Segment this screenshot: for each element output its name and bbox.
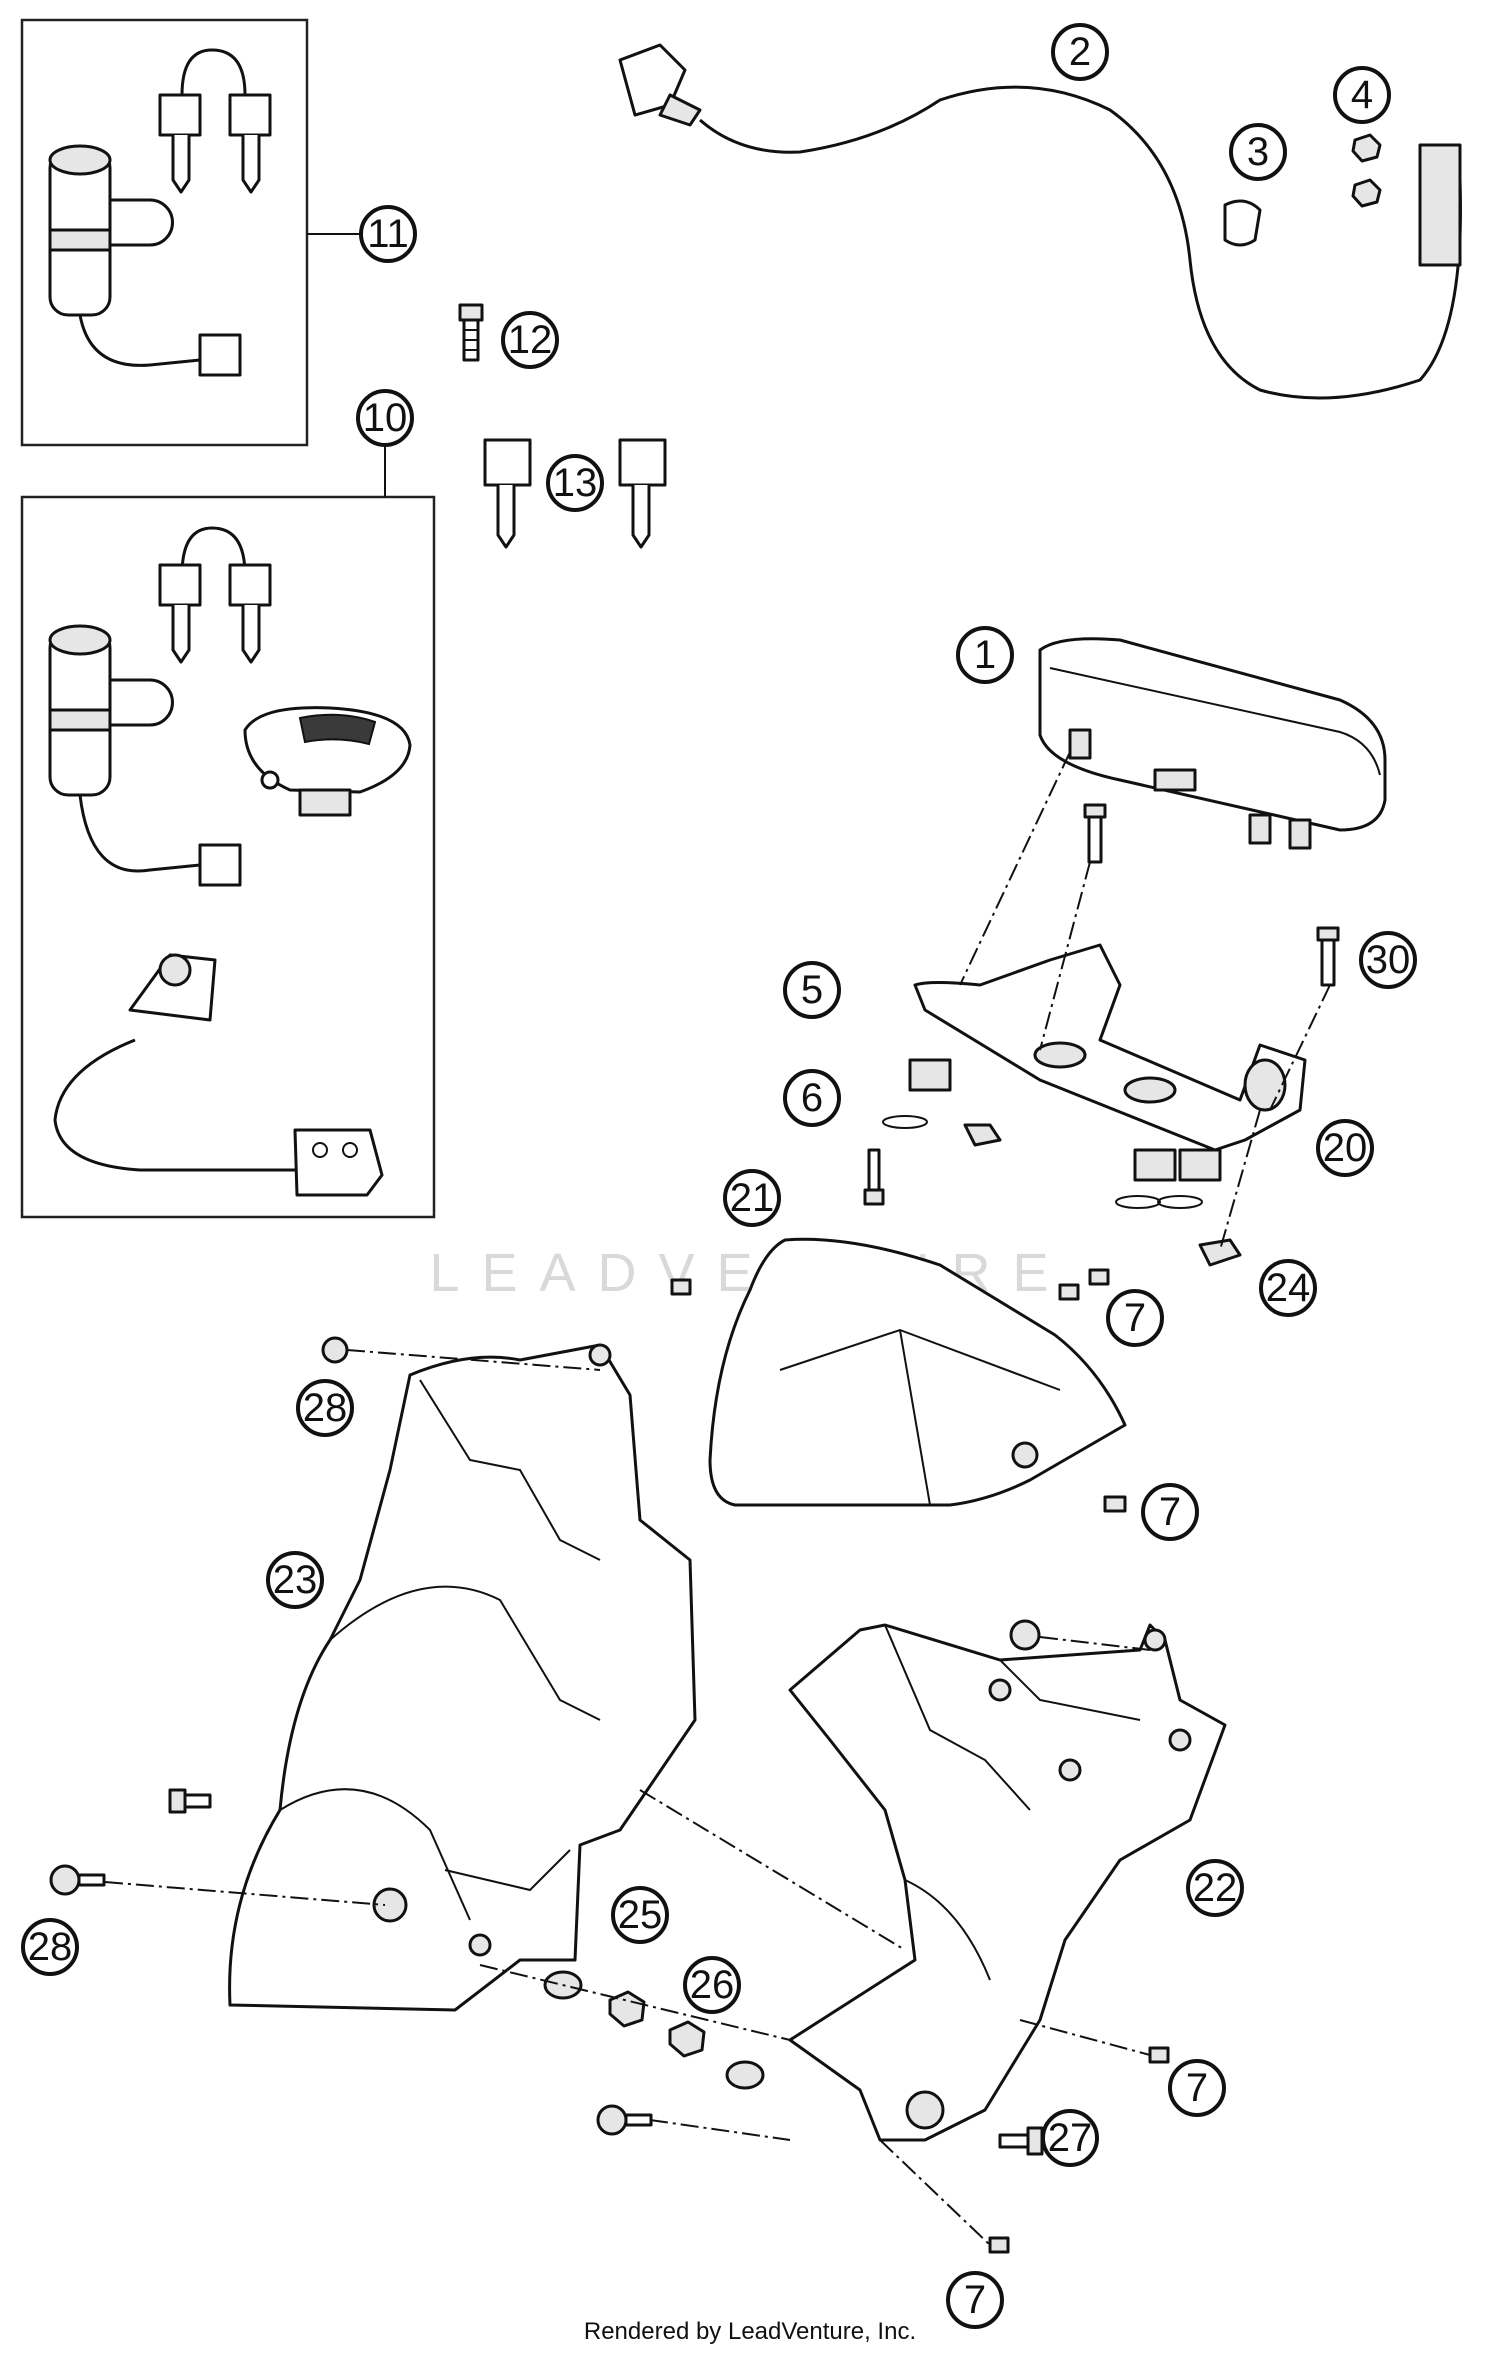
svg-text:23: 23 <box>273 1558 318 1602</box>
callout-7-c: 7 <box>1168 2059 1226 2117</box>
svg-text:11: 11 <box>367 212 409 256</box>
svg-text:26: 26 <box>690 1963 735 2007</box>
svg-text:10: 10 <box>363 396 408 440</box>
callout-25: 25 <box>611 1886 669 1944</box>
svg-text:3: 3 <box>1247 130 1269 174</box>
svg-text:5: 5 <box>801 968 823 1012</box>
callout-28-b: 28 <box>21 1918 79 1976</box>
callout-27: 27 <box>1041 2109 1099 2167</box>
svg-text:21: 21 <box>730 1176 775 1220</box>
callout-1: 1 <box>956 626 1014 684</box>
kit-10-seat-lock-icon <box>53 953 384 1197</box>
svg-text:28: 28 <box>28 1925 73 1969</box>
washers-6-icon <box>882 1115 1203 1209</box>
svg-text:7: 7 <box>1124 1296 1146 1340</box>
svg-text:7: 7 <box>964 2278 986 2322</box>
callout-3: 3 <box>1229 123 1287 181</box>
callout-23: 23 <box>266 1551 324 1609</box>
screws-7-upper-icon <box>670 1148 1127 1513</box>
svg-text:2: 2 <box>1069 30 1091 74</box>
callout-5: 5 <box>783 961 841 1019</box>
callout-11: 11 <box>359 205 417 263</box>
windscreen-21-icon <box>708 1237 1127 1507</box>
svg-text:7: 7 <box>1186 2066 1208 2110</box>
kit-10-frame <box>20 445 436 1219</box>
callout-10: 10 <box>356 389 414 447</box>
nuts-26-icon <box>608 1990 765 2090</box>
instrument-bracket-20-icon <box>913 943 1307 1152</box>
svg-text:22: 22 <box>1193 1866 1238 1910</box>
key-blanks-13-icon <box>483 438 667 549</box>
fairing-right-22-icon <box>788 1623 1227 2142</box>
kit-10-ignition-lock-icon <box>48 624 242 887</box>
grommets-5-icon <box>908 1058 1222 1182</box>
kit-11-ignition-lock-icon <box>48 144 242 377</box>
svg-text:4: 4 <box>1351 73 1373 117</box>
callout-12: 12 <box>501 311 559 369</box>
svg-text:20: 20 <box>1323 1126 1368 1170</box>
callout-26: 26 <box>683 1956 741 2014</box>
leader-lines <box>104 751 1331 2246</box>
kit-11-keys-icon <box>158 48 272 194</box>
svg-text:24: 24 <box>1266 1266 1311 1310</box>
cable-2-icon <box>618 43 1462 400</box>
callout-4: 4 <box>1333 66 1391 124</box>
svg-text:7: 7 <box>1159 1490 1181 1534</box>
svg-text:25: 25 <box>618 1893 663 1937</box>
callout-7-b: 7 <box>1141 1483 1199 1541</box>
screw-cluster-icon <box>1083 803 1107 864</box>
fairing-left-23-icon <box>228 1343 697 2012</box>
screw-27-icon <box>998 2126 1044 2156</box>
svg-text:28: 28 <box>303 1386 348 1430</box>
screws-7-lower-icon <box>988 2046 1170 2254</box>
screws-4-icon <box>1351 133 1382 208</box>
callout-21: 21 <box>723 1169 781 1227</box>
svg-text:6: 6 <box>801 1076 823 1120</box>
nuts-24-icon <box>963 1123 1242 1267</box>
callout-22: 22 <box>1186 1859 1244 1917</box>
callout-7-d: 7 <box>946 2271 1004 2329</box>
instrument-cluster-1-icon <box>1038 637 1387 850</box>
callout-7-a: 7 <box>1106 1289 1164 1347</box>
callout-2: 2 <box>1051 23 1109 81</box>
kit-10-fuel-cap-icon <box>243 706 412 817</box>
footer-credit: Rendered by LeadVenture, Inc. <box>583 2318 917 2345</box>
kit-11-frame <box>20 18 362 447</box>
clip-3-icon <box>1223 199 1262 247</box>
callout-13: 13 <box>546 454 604 512</box>
callout-28-a: 28 <box>296 1379 354 1437</box>
svg-text:27: 27 <box>1048 2116 1093 2160</box>
svg-text:1: 1 <box>974 633 996 677</box>
pin-12-icon <box>458 303 484 362</box>
callout-24: 24 <box>1259 1259 1317 1317</box>
callout-20: 20 <box>1316 1119 1374 1177</box>
kit-10-keys-icon <box>158 526 272 664</box>
callout-30: 30 <box>1359 931 1417 989</box>
screw-30-icon <box>1316 926 1340 987</box>
svg-text:12: 12 <box>508 318 553 362</box>
callout-6: 6 <box>783 1069 841 1127</box>
svg-text:30: 30 <box>1366 938 1411 982</box>
svg-text:13: 13 <box>553 461 598 505</box>
